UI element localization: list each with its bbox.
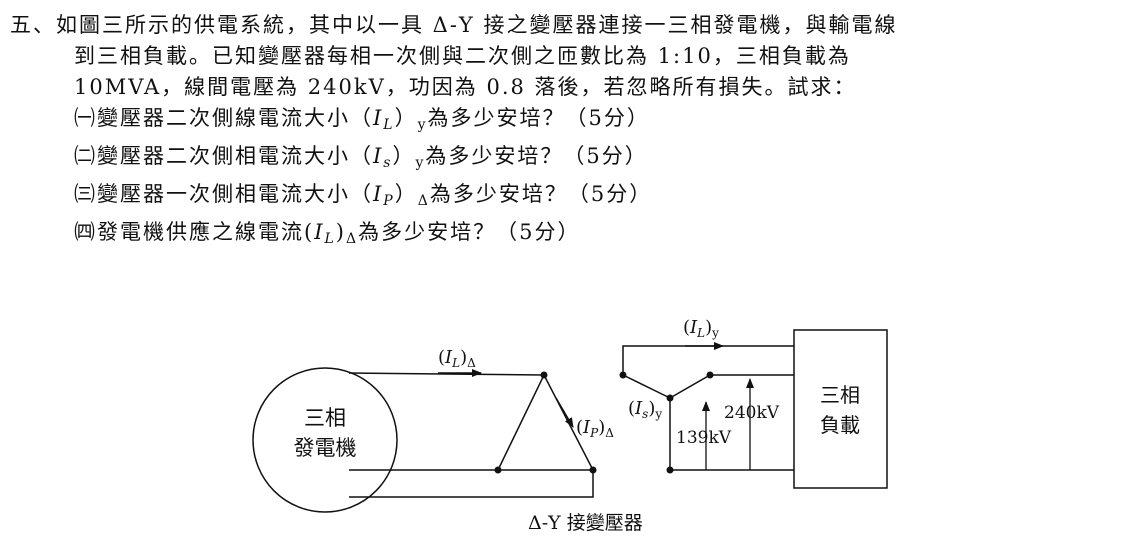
problem-line-3: 10MVA，線間電壓為 240kV，功因為 0.8 落後，若忽略所有損失。試求： <box>74 75 857 99</box>
question-marker: ㈡ <box>74 144 97 168</box>
generator-circle <box>252 367 398 513</box>
problem-text: 五、如圖三所示的供電系統，其中以一具 Δ-Y 接之變壓器連接一三相發電機，與輸電… <box>10 10 1115 255</box>
question-tail: 為多少安培？（5分） <box>429 182 653 206</box>
secondary-wires <box>622 345 794 471</box>
voltage-line-label: 240kV <box>724 403 780 423</box>
question-tail: 為多少安培？（5分） <box>425 144 648 168</box>
problem-line-1: 五、如圖三所示的供電系統，其中以一具 Δ-Y 接之變壓器連接一三相發電機，與輸電… <box>10 10 1115 41</box>
question-4: ㈣發電機供應之線電流(IL)Δ為多少安培？（5分） <box>10 217 1115 255</box>
question-outer-sub: y <box>415 155 426 171</box>
question-variable: I <box>314 220 325 244</box>
load-label-line1: 三相 <box>820 383 860 407</box>
question-marker: ㈠ <box>74 106 97 130</box>
generator-wires <box>348 372 594 498</box>
question-close: ） <box>392 144 416 168</box>
question-1: ㈠變壓器二次側線電流大小（IL）y為多少安培？（5分） <box>10 103 1115 141</box>
generator-label-line1: 三相 <box>304 406 346 430</box>
wye-neutral-node <box>666 394 674 402</box>
question-tail: 為多少安培？（5分） <box>358 220 581 244</box>
question-outer-sub: Δ <box>346 231 359 247</box>
label-il-y: (IL)y <box>683 317 719 340</box>
question-marker: ㈢ <box>74 182 97 206</box>
question-variable-sub: L <box>383 117 395 133</box>
problem-number: 五、 <box>10 13 56 37</box>
label-il-delta: (IL)Δ <box>438 347 476 370</box>
question-variable: I <box>373 182 384 206</box>
question-variable: I <box>373 106 384 130</box>
delta-node-right <box>589 466 597 474</box>
label-is-y: (Is)y <box>628 398 662 421</box>
wye-winding <box>622 374 711 470</box>
label-ip-delta: (IP)Δ <box>576 417 614 440</box>
question-variable-sub: s <box>383 155 393 171</box>
question-text: 變壓器二次側線電流大小（ <box>97 106 373 130</box>
generator-label-line2: 發電機 <box>294 436 357 460</box>
question-text: 發電機供應之線電流( <box>97 220 315 244</box>
question-variable-sub: L <box>324 231 336 247</box>
question-close: ) <box>335 220 346 244</box>
question-variable: I <box>373 144 384 168</box>
load-box <box>793 329 888 489</box>
diagram-caption: Δ-Y 接變壓器 <box>528 512 643 534</box>
question-3: ㈢變壓器一次側相電流大小（IP）Δ為多少安培？（5分） <box>10 179 1115 217</box>
delta-node-left <box>494 466 502 474</box>
load-label-line2: 負載 <box>820 413 860 437</box>
question-outer-sub: y <box>417 117 428 133</box>
delta-node-top <box>540 371 548 379</box>
question-variable-sub: P <box>383 193 395 209</box>
current-arrow-ip-delta <box>555 397 574 428</box>
question-tail: 為多少安培？（5分） <box>427 106 650 130</box>
question-close: ） <box>394 182 418 206</box>
question-outer-sub: Δ <box>417 193 430 209</box>
voltage-phase-label: 139kV <box>676 428 732 448</box>
question-text: 變壓器一次側相電流大小（ <box>97 182 373 206</box>
question-marker: ㈣ <box>74 220 97 244</box>
problem-line-2: 到三相負載。已知變壓器每相一次側與二次側之匝數比為 1:10，三相負載為 <box>74 44 851 68</box>
problem-statement: 如圖三所示的供電系統，其中以一具 Δ-Y 接之變壓器連接一三相發電機，與輸電線 <box>56 13 898 37</box>
question-2: ㈡變壓器二次側相電流大小（Is）y為多少安培？（5分） <box>10 141 1115 179</box>
question-close: ） <box>394 106 418 130</box>
question-text: 變壓器二次側相電流大小（ <box>97 144 373 168</box>
